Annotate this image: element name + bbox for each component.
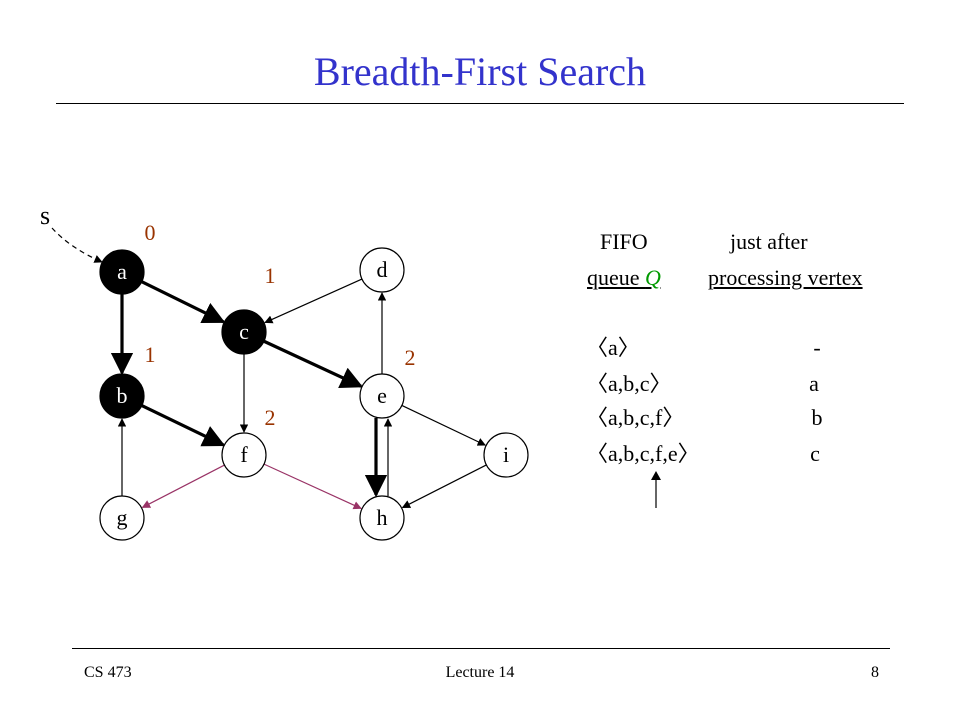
- edge-f-h: [263, 463, 362, 510]
- queue-head-pointer-arrow: [651, 471, 661, 508]
- queue-row: 〈a,b,c,f,e〉: [586, 441, 700, 466]
- edge-d-c: [264, 278, 363, 324]
- distance-label-a: 0: [145, 220, 156, 245]
- vertex-a: a: [99, 249, 145, 295]
- vertex-b: b: [99, 373, 145, 419]
- source-arrow: [51, 227, 103, 263]
- vertex-label: e: [377, 383, 387, 408]
- vertex-row: a: [809, 371, 819, 396]
- distance-label-e: 2: [405, 345, 416, 370]
- edges-layer: [110, 278, 487, 510]
- vertex-circle: [359, 495, 405, 541]
- col-fifo-header: FIFO: [600, 229, 648, 254]
- vertex-circle: [221, 309, 267, 355]
- queue-row: 〈a,b,c,f〉: [586, 405, 685, 430]
- vertices-layer: a b c d e f g h i: [99, 247, 529, 541]
- vertex-c: c: [221, 309, 267, 355]
- vertex-row: -: [813, 335, 821, 360]
- vertex-g: g: [99, 495, 145, 541]
- distances-layer: 0 1 1 2 2: [145, 220, 416, 430]
- edge-a-c: [141, 280, 226, 324]
- queue-row: 〈a,b,c〉: [586, 371, 672, 396]
- footer-course: CS 473: [84, 664, 132, 681]
- edge-i-h: [401, 464, 487, 509]
- col-processing-header: processing vertex: [708, 265, 863, 290]
- vertex-circle: [99, 495, 145, 541]
- vertex-circle: [221, 432, 267, 478]
- vertex-row: c: [810, 441, 820, 466]
- vertex-d: d: [359, 247, 405, 293]
- title-divider: [56, 103, 904, 104]
- vertex-f: f: [221, 432, 267, 478]
- distance-label-b: 1: [145, 342, 156, 367]
- vertex-label: h: [377, 505, 388, 530]
- vertex-circle: [359, 373, 405, 419]
- footer-lecture: Lecture 14: [445, 664, 515, 681]
- edge-c-e: [263, 339, 364, 389]
- vertex-label: i: [503, 442, 509, 467]
- vertex-label: c: [239, 319, 249, 344]
- vertex-circle: [99, 373, 145, 419]
- vertex-label: f: [240, 442, 248, 467]
- vertex-i: i: [483, 432, 529, 478]
- col-just-after-header: just after: [730, 229, 808, 254]
- vertex-h: h: [359, 495, 405, 541]
- footer-page-number: 8: [871, 664, 879, 681]
- vertex-row: b: [811, 405, 823, 430]
- distance-label-f: 2: [265, 405, 276, 430]
- vertex-label: b: [117, 383, 128, 408]
- queue-header-text: queue: [587, 265, 646, 290]
- col-queue-header: queue Q: [587, 264, 661, 292]
- vertex-label: d: [377, 257, 388, 282]
- vertex-circle: [483, 432, 529, 478]
- vertex-label: g: [117, 505, 128, 530]
- slide-title: Breadth-First Search: [313, 49, 647, 94]
- vertex-circle: [99, 249, 145, 295]
- edge-e-i: [401, 404, 486, 446]
- source-label: s: [40, 201, 50, 230]
- footer-divider: [72, 648, 890, 649]
- queue-row: 〈a〉: [586, 335, 640, 360]
- vertex-circle: [359, 247, 405, 293]
- distance-label-c: 1: [265, 263, 276, 288]
- vertex-e: e: [359, 373, 405, 419]
- queue-variable: Q: [645, 265, 661, 290]
- edge-f-g: [141, 464, 225, 508]
- vertex-label: a: [117, 259, 127, 284]
- edge-b-f: [141, 404, 226, 447]
